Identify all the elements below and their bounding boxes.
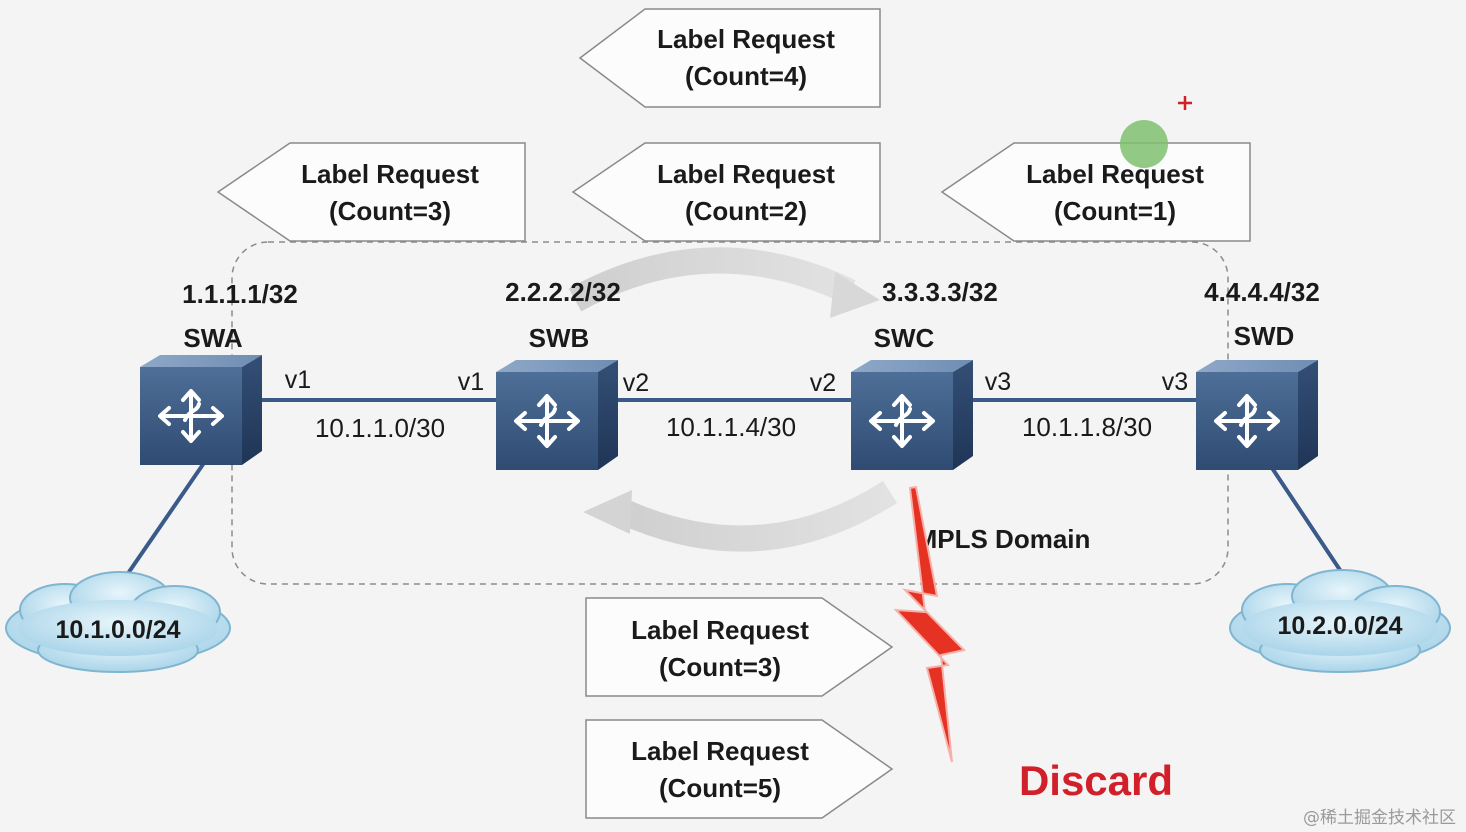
network-prefix-left: 10.1.0.0/24 — [55, 616, 180, 644]
message-line2: (Count=3) — [659, 652, 781, 682]
message-line1: Label Request — [631, 615, 809, 645]
switch-swc — [851, 360, 973, 470]
label-request-count-3-bottom: Label Request (Count=3) — [585, 597, 894, 697]
message-line1: Label Request — [301, 159, 479, 189]
switch-name-swd: SWD — [1234, 321, 1295, 351]
message-line1: Label Request — [657, 24, 835, 54]
watermark: @稀土掘金技术社区 — [1303, 808, 1456, 828]
loop-arrow-top — [568, 247, 880, 318]
message-line2: (Count=1) — [1054, 196, 1176, 226]
switch-swd — [1196, 360, 1318, 470]
switch-address-swa: 1.1.1.1/32 — [182, 279, 298, 309]
link-swd-network — [1270, 466, 1352, 587]
switch-name-swb: SWB — [529, 323, 590, 353]
label-request-count-1: Label Request (Count=1) — [940, 142, 1251, 242]
port-label-swd-v3: v3 — [1162, 368, 1188, 396]
network-cloud-right: 10.2.0.0/24 — [1229, 569, 1451, 673]
subnet-label-link3: 10.1.1.8/30 — [1022, 412, 1152, 442]
switch-address-swc: 3.3.3.3/32 — [882, 277, 998, 307]
port-label-swc-v2: v2 — [810, 369, 836, 397]
switch-swb — [496, 360, 618, 470]
label-request-count-2: Label Request (Count=2) — [571, 142, 881, 242]
switch-address-swd: 4.4.4.4/32 — [1204, 277, 1320, 307]
mpls-domain-label: MPLS Domain — [916, 524, 1091, 554]
message-line1: Label Request — [1026, 159, 1204, 189]
link-swa-network — [118, 458, 208, 587]
message-line2: (Count=4) — [685, 61, 807, 91]
port-label-swc-v3: v3 — [985, 368, 1011, 396]
message-line2: (Count=5) — [659, 773, 781, 803]
switch-name-swa: SWA — [183, 323, 242, 353]
subnet-label-link1: 10.1.1.0/30 — [315, 413, 445, 443]
label-request-count-5: Label Request (Count=5) — [585, 719, 894, 819]
label-request-count-3-top: Label Request (Count=3) — [216, 142, 526, 242]
switch-address-swb: 2.2.2.2/32 — [505, 277, 621, 307]
port-label-swb-v2: v2 — [623, 369, 649, 397]
port-label-swb-v1: v1 — [458, 368, 484, 396]
label-request-count-4: Label Request (Count=4) — [578, 8, 881, 108]
lightning-icon — [893, 485, 966, 763]
loop-arrow-bottom — [583, 481, 897, 552]
switch-name-swc: SWC — [874, 323, 935, 353]
subnet-label-link2: 10.1.1.4/30 — [666, 412, 796, 442]
plus-icon — [1178, 96, 1192, 110]
message-line1: Label Request — [631, 736, 809, 766]
cursor-highlight-marker — [1120, 120, 1168, 168]
port-label-swa-v1: v1 — [285, 366, 311, 394]
message-line1: Label Request — [657, 159, 835, 189]
discard-label: Discard — [1019, 757, 1173, 804]
message-line2: (Count=3) — [329, 196, 451, 226]
network-prefix-right: 10.2.0.0/24 — [1277, 612, 1402, 640]
network-cloud-left: 10.1.0.0/24 — [5, 571, 231, 673]
message-line2: (Count=2) — [685, 196, 807, 226]
switch-swa — [140, 355, 262, 465]
